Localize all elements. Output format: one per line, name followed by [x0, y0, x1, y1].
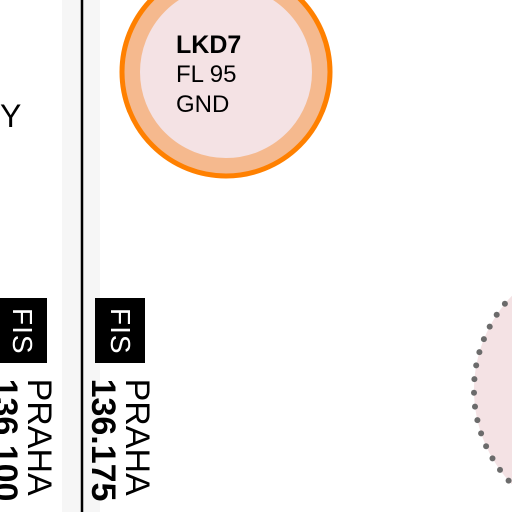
boundary-dot: [476, 349, 483, 356]
restricted-area-dotted-border: [471, 300, 512, 484]
boundary-dot: [471, 376, 478, 383]
boundary-dot: [483, 443, 490, 450]
boundary-dot: [473, 362, 480, 369]
map-text-fragment: Y: [0, 98, 22, 134]
boundary-dot: [471, 389, 477, 396]
fis-tag: FIS: [0, 298, 47, 363]
boundary-dot: [501, 300, 508, 307]
fis-label-2[interactable]: FIS PRAHA 136.175: [84, 298, 156, 502]
airspace-lower-limit: GND: [176, 91, 230, 118]
boundary-dot: [480, 336, 487, 343]
fis-frequency: 136.175: [84, 378, 122, 502]
fis-label-1[interactable]: FIS PRAHA 136.100: [0, 298, 58, 502]
airspace-lkd7-label[interactable]: LKD7 FL 95 GND: [176, 30, 241, 120]
boundary-dot: [478, 430, 485, 437]
boundary-dot: [493, 311, 500, 318]
boundary-dot: [497, 466, 503, 473]
boundary-dot: [486, 323, 493, 330]
airspace-ident: LKD7: [176, 31, 242, 59]
fis-name: PRAHA: [118, 378, 156, 496]
airspace-lkd7-ring: [124, 0, 328, 174]
boundary-dot: [472, 403, 478, 410]
boundary-dot: [474, 417, 481, 424]
fis-frequency: 136.100: [0, 378, 24, 502]
airspace-lkd7-circle[interactable]: [124, 0, 328, 174]
airspace-upper-limit: FL 95: [176, 61, 237, 88]
restricted-area-shape[interactable]: [474, 254, 512, 512]
fis-name: PRAHA: [20, 378, 58, 496]
boundary-dot: [489, 455, 496, 462]
fis-tag: FIS: [95, 298, 145, 363]
boundary-dot: [505, 477, 512, 484]
airspace-lkd7-border: [119, 0, 333, 179]
